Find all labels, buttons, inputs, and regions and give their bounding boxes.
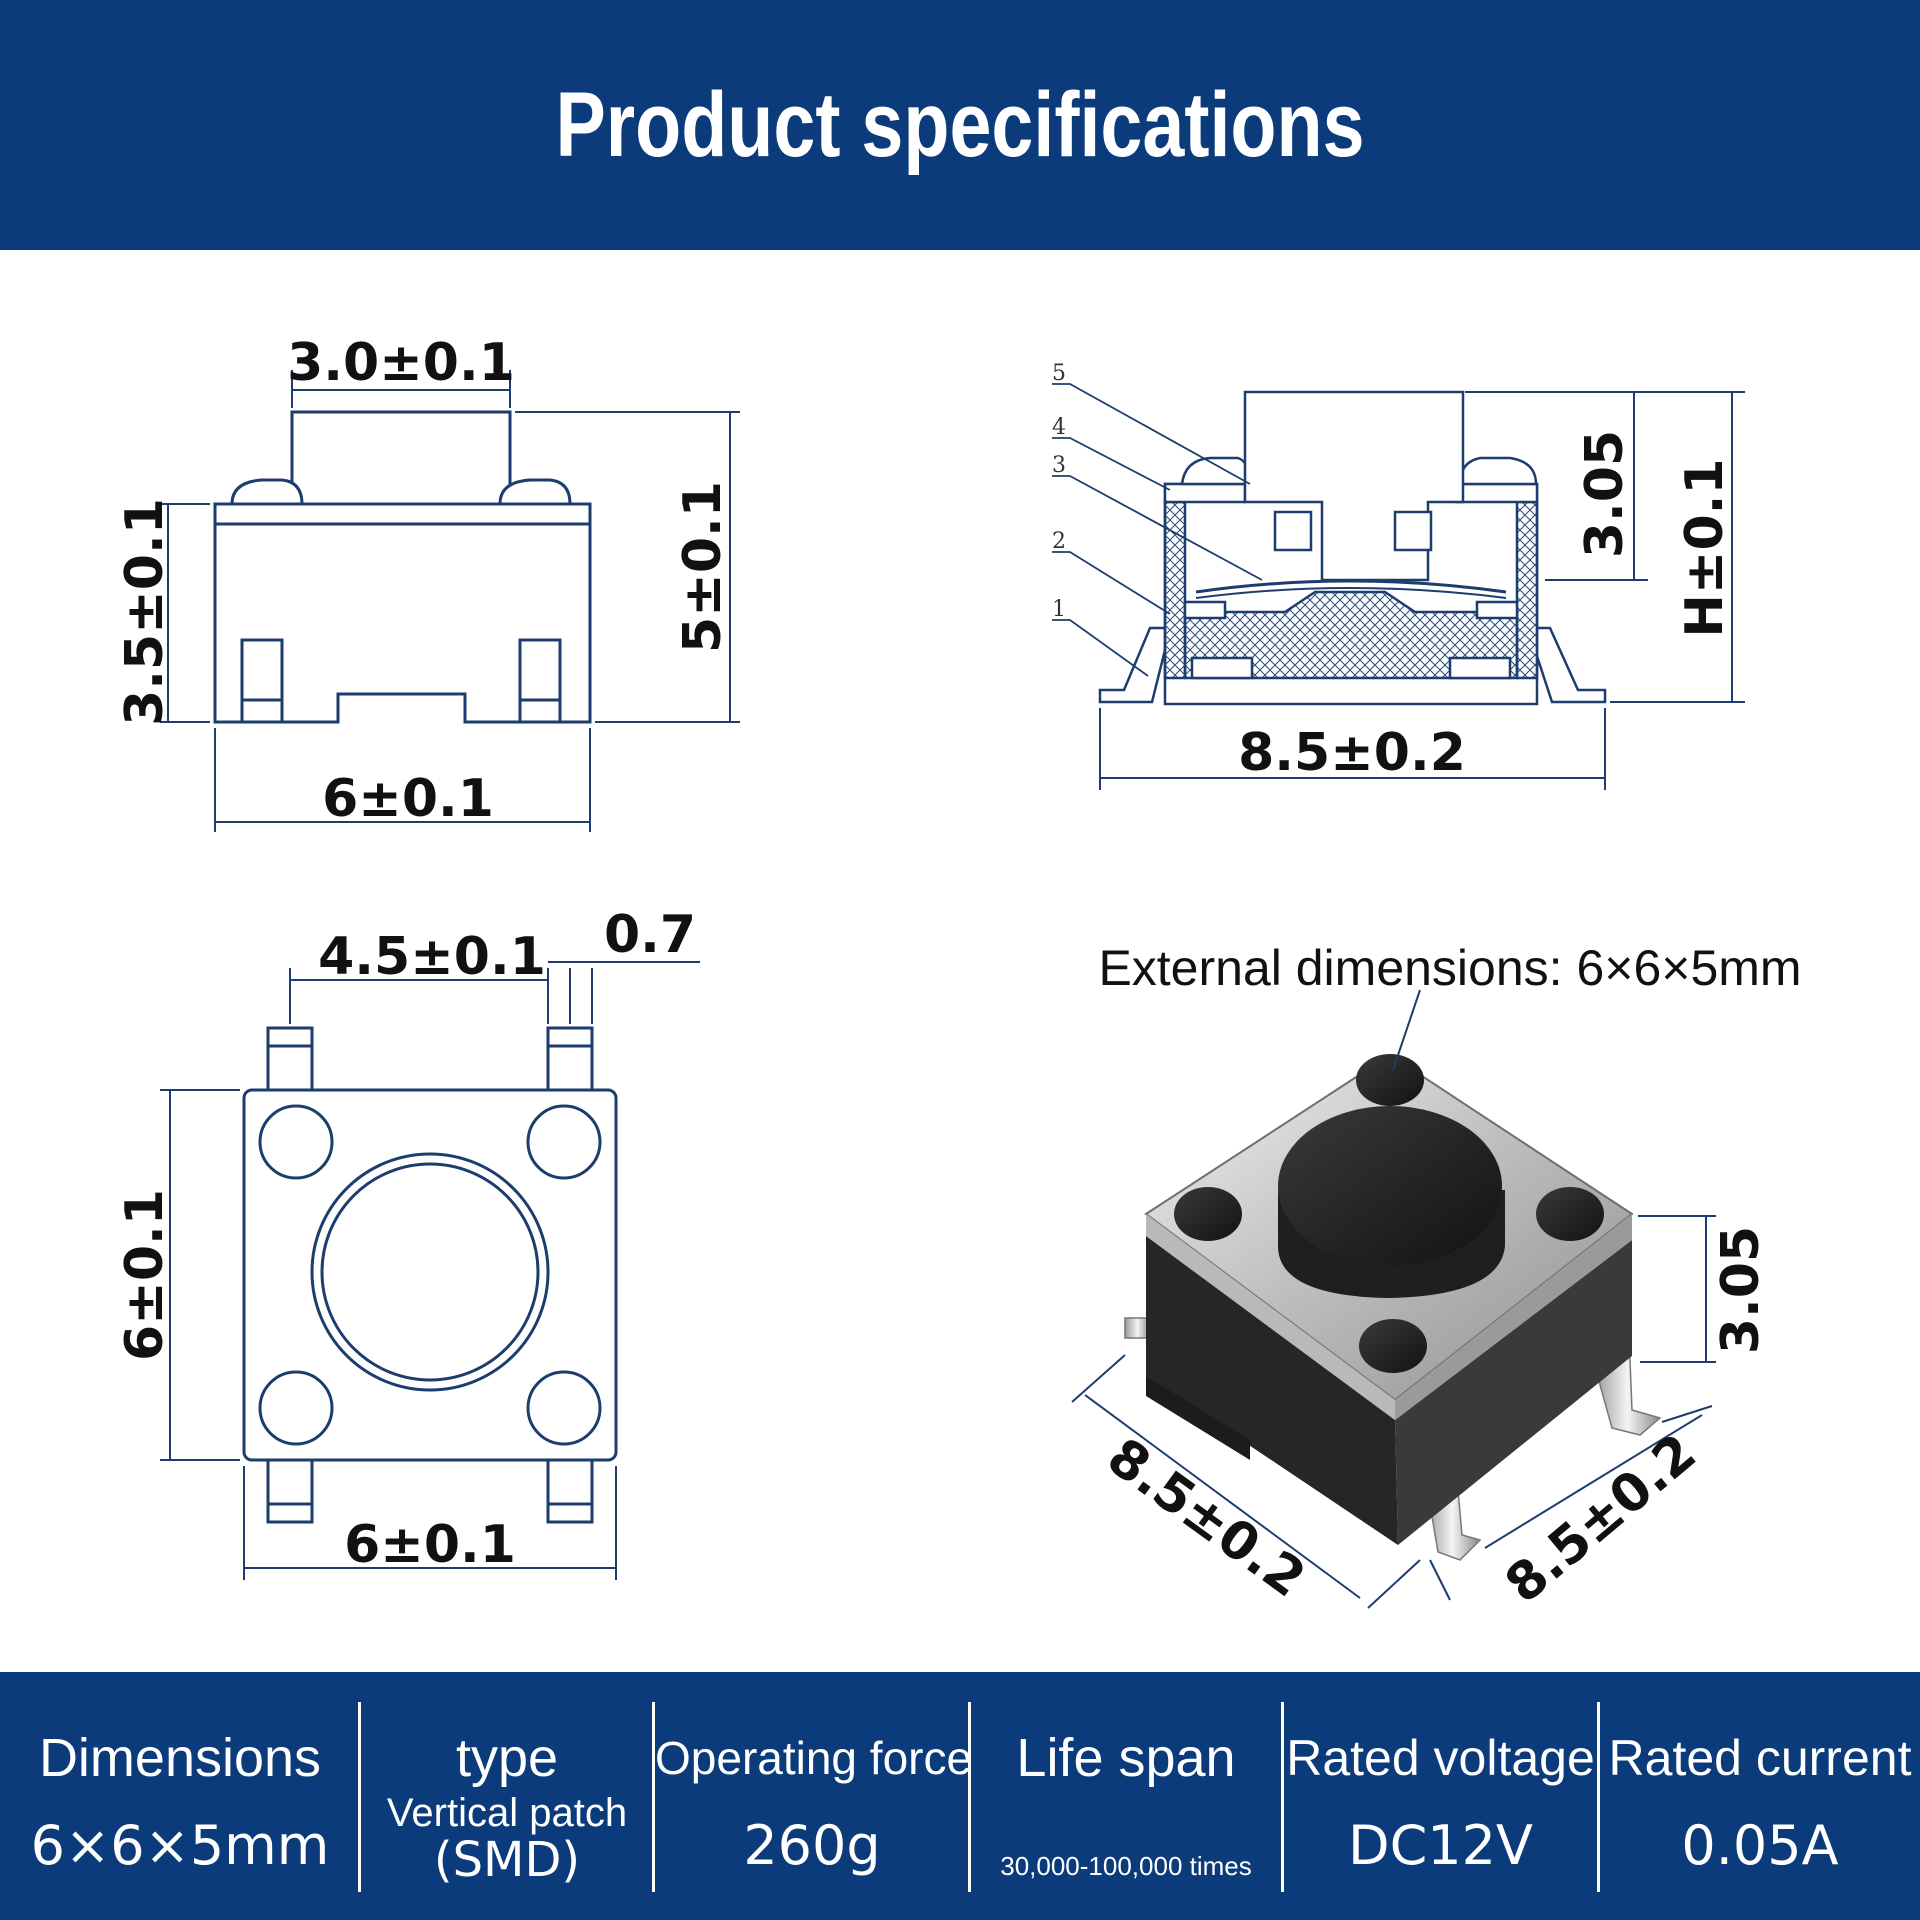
spec-current: Rated current 0.05A xyxy=(1600,1672,1920,1920)
spec-footer: Dimensions 6×6×5mm type Vertical patch (… xyxy=(0,1672,1920,1920)
spec-type-value-line2: (SMD) xyxy=(433,1832,581,1888)
render-bump-back xyxy=(1356,1054,1424,1106)
top-bump-bl xyxy=(258,1370,334,1446)
spec-force-value: 260g xyxy=(743,1814,881,1877)
render-bump-right xyxy=(1536,1187,1604,1241)
section-bump-right xyxy=(1458,456,1538,486)
spec-divider xyxy=(358,1702,361,1892)
spec-type-label: type xyxy=(455,1728,559,1788)
spec-force: Operating force 260g xyxy=(655,1672,973,1920)
spec-type: type Vertical patch (SMD) xyxy=(361,1672,653,1920)
top-pin-tl xyxy=(266,1026,314,1092)
render-body-right xyxy=(1395,1240,1632,1545)
front-body-height: 3.5±0.1 xyxy=(115,498,175,726)
front-bottom-width: 6±0.1 xyxy=(322,769,494,829)
top-pin-spacing: 4.5±0.1 xyxy=(318,927,546,987)
front-view xyxy=(213,410,592,724)
product-render xyxy=(1124,1053,1662,1561)
render-actuator-top xyxy=(1278,1106,1502,1266)
top-pin-tr xyxy=(546,1026,594,1092)
front-actuator xyxy=(290,410,512,506)
front-pin-right xyxy=(518,638,562,724)
front-bump-right xyxy=(498,478,572,506)
render-span-right: 8.5±0.2 xyxy=(1495,1423,1708,1615)
top-bottom-length: 6±0.1 xyxy=(344,1515,516,1575)
spec-dimensions: Dimensions 6×6×5mm xyxy=(0,1672,360,1920)
section-wall-right xyxy=(1515,500,1539,680)
callout-5: 5 xyxy=(1052,361,1066,386)
render-bump-front xyxy=(1359,1319,1427,1373)
spec-type-value-line1: Vertical patch xyxy=(386,1791,628,1835)
render-bump-left xyxy=(1174,1187,1242,1241)
top-pin-bl xyxy=(266,1458,314,1524)
external-dimensions-label: External dimensions: 6×6×5mm xyxy=(1098,940,1801,996)
section-lead-span: 8.5±0.2 xyxy=(1238,723,1466,783)
spec-divider xyxy=(968,1702,971,1892)
spec-life: Life span 30,000-100,000 times xyxy=(971,1672,1281,1920)
spec-voltage-value: DC12V xyxy=(1348,1814,1533,1877)
front-pin-left xyxy=(240,638,284,724)
section-actuator-height: 3.05 xyxy=(1575,430,1635,558)
header-banner xyxy=(0,0,1920,250)
spec-dimensions-value: 6×6×5mm xyxy=(30,1814,330,1877)
top-view xyxy=(242,1026,618,1524)
spec-life-label: Life span xyxy=(1016,1728,1236,1788)
front-dimension-lines xyxy=(160,370,740,832)
spec-divider xyxy=(1281,1702,1284,1892)
spec-current-value: 0.05A xyxy=(1681,1814,1839,1877)
render-dimension-lines xyxy=(1071,989,1716,1609)
section-total-height: H±0.1 xyxy=(1675,458,1735,637)
external-dimensions-leader xyxy=(1392,989,1421,1071)
top-bump-tr xyxy=(526,1104,602,1180)
spec-force-label: Operating force xyxy=(655,1732,973,1784)
top-dimension-lines xyxy=(160,961,700,1580)
spec-voltage: Rated voltage DC12V xyxy=(1284,1672,1597,1920)
spec-current-label: Rated current xyxy=(1608,1730,1912,1786)
render-body-left xyxy=(1146,1236,1398,1545)
section-view xyxy=(1098,390,1607,706)
front-top-width: 3.0±0.1 xyxy=(287,333,515,393)
callout-3: 3 xyxy=(1052,453,1066,478)
spec-life-value: 30,000-100,000 times xyxy=(1000,1851,1252,1881)
front-total-height: 5±0.1 xyxy=(673,481,733,653)
top-pin-width: 0.7 xyxy=(604,905,696,965)
spec-dimensions-label: Dimensions xyxy=(38,1728,322,1788)
section-base xyxy=(1183,590,1519,680)
section-lead-right xyxy=(1533,626,1607,704)
front-bump-left xyxy=(230,478,304,506)
section-lead-left xyxy=(1098,626,1167,704)
top-bump-tl xyxy=(258,1104,334,1180)
top-actuator-inner xyxy=(320,1162,540,1382)
top-bump-br xyxy=(526,1370,602,1446)
spec-divider xyxy=(652,1702,655,1892)
section-bump-left xyxy=(1180,456,1252,486)
spec-voltage-label: Rated voltage xyxy=(1286,1730,1595,1786)
callout-4: 4 xyxy=(1052,415,1066,440)
section-callout-leaders xyxy=(1052,383,1263,677)
callout-2: 2 xyxy=(1052,529,1066,554)
callout-1: 1 xyxy=(1052,597,1066,622)
section-dimension-lines xyxy=(1099,391,1745,790)
render-actuator-height: 3.05 xyxy=(1711,1226,1771,1354)
spec-divider xyxy=(1597,1702,1600,1892)
top-side-length: 6±0.1 xyxy=(115,1189,175,1361)
top-pin-br xyxy=(546,1458,594,1524)
page-title: Product specifications xyxy=(555,74,1365,176)
